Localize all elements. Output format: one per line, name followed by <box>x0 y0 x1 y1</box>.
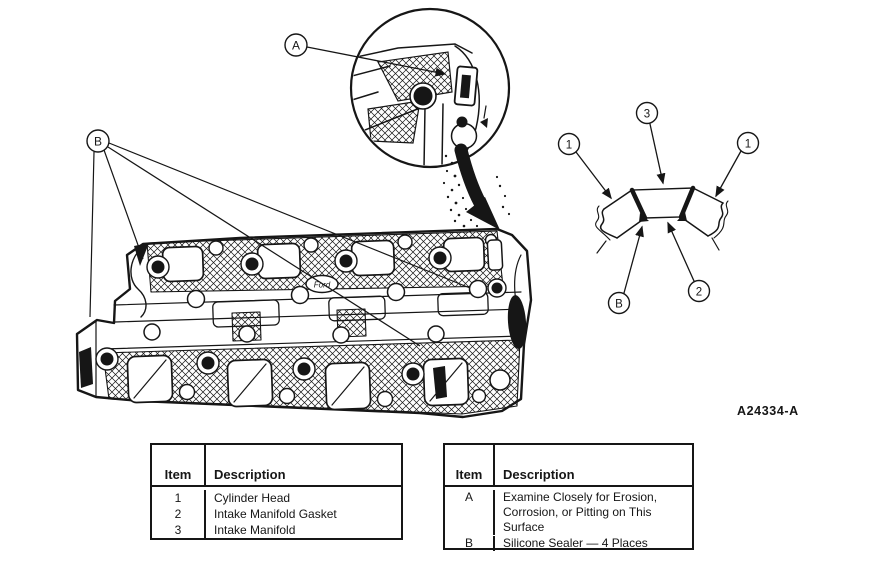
callout-1-left-label: 1 <box>566 140 572 152</box>
item-cell: 3 <box>152 522 206 538</box>
description-cell: Cylinder Head <box>214 491 291 505</box>
table-row: B Silicone Sealer — 4 Places <box>445 536 692 551</box>
gasket-surfaces-thick <box>629 185 696 221</box>
item-cell: 1 <box>152 490 206 506</box>
bolt-holes-top <box>146 246 452 279</box>
callout-1-right-badge <box>736 131 760 155</box>
cylinder-head-illustration: Ford <box>75 227 533 419</box>
item-cell: 2 <box>152 506 206 522</box>
callout-3-label: 3 <box>644 109 650 121</box>
description-cell: Intake Manifold Gasket <box>214 507 337 521</box>
table-row: 3 Intake Manifold <box>152 522 401 538</box>
cross-section-callouts <box>557 101 760 315</box>
callout-1-right-label: 1 <box>745 139 751 151</box>
description-cell: Examine Closely for Erosion, Corrosion, … <box>503 490 658 534</box>
bolt-holes-bottom <box>95 347 425 386</box>
figure-code: A24334-A <box>737 404 799 418</box>
callout-2-badge <box>687 279 711 303</box>
callout-3-badge <box>635 101 659 125</box>
callout-a-label: A <box>292 39 300 53</box>
intake-ports-top <box>161 236 486 283</box>
item-cell: A <box>445 490 495 535</box>
callout-a-leader-line <box>306 46 447 77</box>
callout-2-label: 2 <box>696 287 702 299</box>
pointer-arrow <box>454 143 500 230</box>
examine-surface-slot <box>453 65 479 107</box>
stipple-shading <box>442 154 511 233</box>
table-row: A Examine Closely for Erosion, Corrosion… <box>445 490 692 535</box>
notes-table-header-item: Item <box>445 445 495 485</box>
description-cell: Intake Manifold <box>214 523 296 537</box>
notes-table-header-description: Description <box>503 467 575 482</box>
notes-table-header: Item Description <box>445 445 692 487</box>
magnifier-inset <box>349 7 511 233</box>
pushrod-holes <box>143 279 488 344</box>
parts-table-header: Item Description <box>152 445 401 487</box>
callout-b2-badge <box>607 291 631 315</box>
item-cell: B <box>445 536 495 551</box>
callout-b-label: B <box>94 135 102 149</box>
callout-a-badge <box>284 33 308 57</box>
callout-b: B <box>86 129 471 347</box>
callout-b2-label: B <box>615 299 623 311</box>
ford-logo-text: Ford <box>314 281 331 290</box>
parts-table: Item Description 1 Cylinder Head 2 Intak… <box>150 443 403 540</box>
notes-table: Item Description A Examine Closely for E… <box>443 443 694 551</box>
table-row: 1 Cylinder Head <box>152 490 401 506</box>
callout-b-badge <box>86 129 110 153</box>
table-row: 2 Intake Manifold Gasket <box>152 506 401 522</box>
parts-table-header-item: Item <box>152 445 206 485</box>
parts-table-header-description: Description <box>214 467 286 482</box>
callout-b-leader-lines <box>89 142 471 347</box>
sealer-dabs <box>639 212 687 222</box>
callout-1-left-badge <box>557 132 581 156</box>
cross-section-diagram: 1 3 1 2 B <box>557 101 760 315</box>
callout-a: A <box>284 33 447 77</box>
description-cell: Silicone Sealer — 4 Places <box>503 536 648 550</box>
